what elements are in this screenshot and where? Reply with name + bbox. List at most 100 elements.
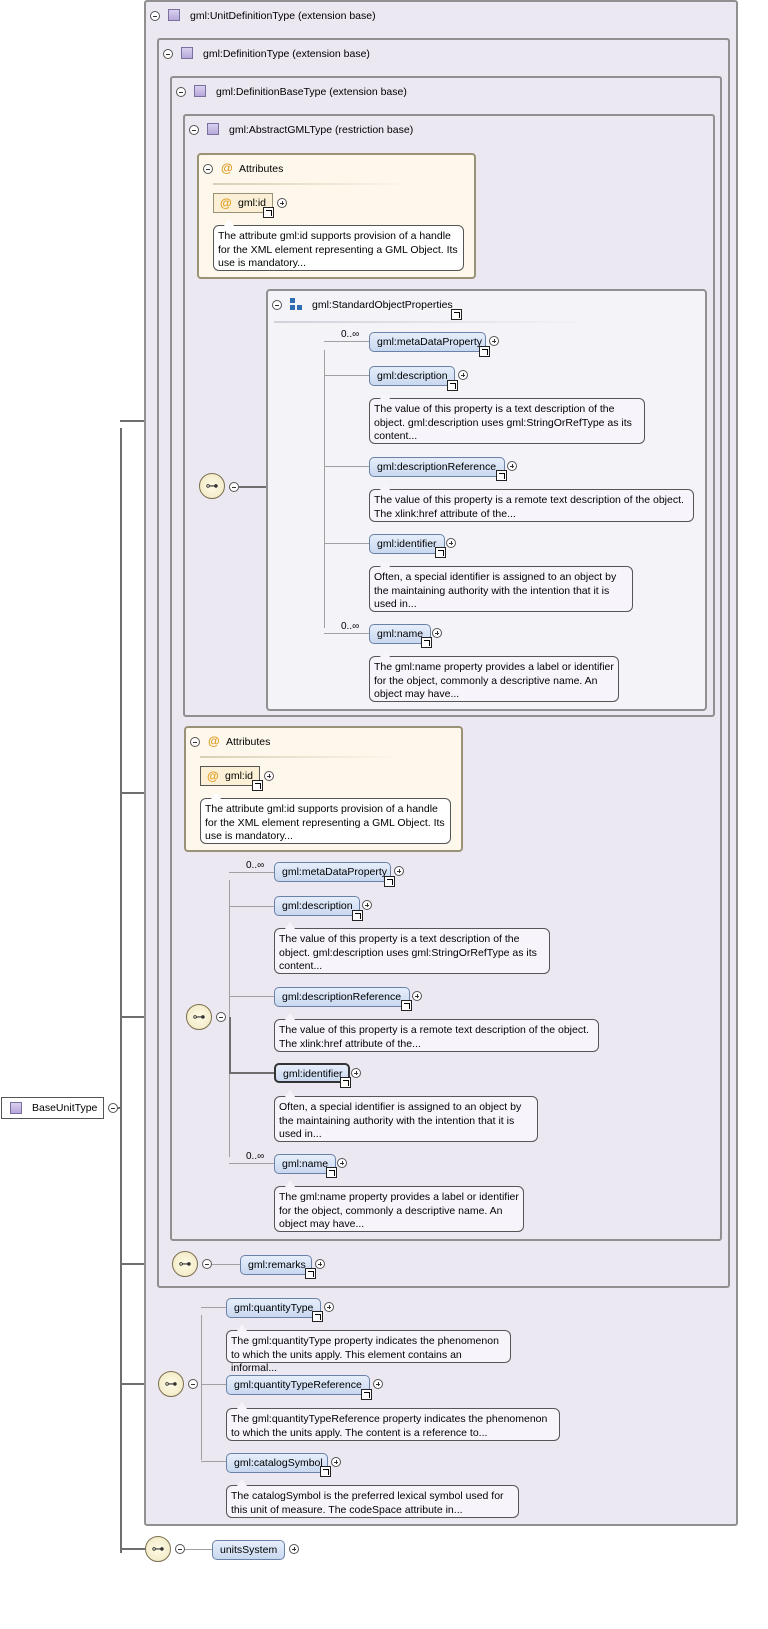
quantity-type-reference-element[interactable]: gml:quantityTypeReference <box>226 1375 370 1395</box>
complex-type-icon <box>168 9 180 21</box>
link-arrow-icon[interactable] <box>361 1389 372 1400</box>
definition-base-collapse-icon[interactable] <box>176 87 186 97</box>
base-sequence-collapse-icon[interactable] <box>216 1012 226 1022</box>
expand-icon[interactable] <box>432 628 442 638</box>
expand-icon[interactable] <box>458 370 468 380</box>
std-description-reference-text: The value of this property is a remote t… <box>369 489 694 522</box>
complex-type-icon <box>181 47 193 59</box>
abstract-id-expand-icon[interactable] <box>277 198 287 208</box>
base-identifier-element[interactable]: gml:identifier <box>274 1063 350 1083</box>
remarks-element[interactable]: gml:remarks <box>240 1255 312 1275</box>
link-arrow-icon[interactable] <box>435 547 446 558</box>
base-id-description: The attribute gml:id supports provision … <box>200 798 451 844</box>
standard-tree-branch <box>324 633 370 634</box>
abstract-gml-collapse-icon[interactable] <box>189 125 199 135</box>
link-arrow-icon[interactable] <box>263 207 274 218</box>
base-tree-branch-selected <box>229 1072 275 1074</box>
abstract-attributes-collapse-icon[interactable] <box>203 164 213 174</box>
unit-definition-type-label: gml:UnitDefinitionType (extension base) <box>190 10 376 22</box>
expand-icon[interactable] <box>446 538 456 548</box>
expand-icon[interactable] <box>337 1158 347 1168</box>
link-arrow-icon[interactable] <box>447 380 458 391</box>
link-arrow-icon[interactable] <box>421 637 432 648</box>
sequence-icon[interactable]: ⊶ <box>186 1004 212 1030</box>
abstract-id-attribute[interactable]: @ gml:id <box>213 193 273 213</box>
link-arrow-icon[interactable] <box>252 780 263 791</box>
base-description-element[interactable]: gml:description <box>274 896 360 916</box>
unit-sequence-collapse-icon[interactable] <box>188 1379 198 1389</box>
sequence-icon[interactable]: ⊶ <box>199 473 225 499</box>
link-arrow-icon[interactable] <box>326 1167 337 1178</box>
link-arrow-icon[interactable] <box>320 1466 331 1477</box>
link-arrow-icon[interactable] <box>496 470 507 481</box>
link-arrow-icon[interactable] <box>451 309 462 320</box>
base-name-element[interactable]: gml:name <box>274 1154 336 1174</box>
standard-tree-branch <box>324 543 370 544</box>
standard-properties-collapse-icon[interactable] <box>272 300 282 310</box>
remarks-branch <box>212 1264 240 1265</box>
catalog-symbol-element[interactable]: gml:catalogSymbol <box>226 1453 328 1473</box>
expand-icon[interactable] <box>331 1457 341 1467</box>
definition-base-type-label: gml:DefinitionBaseType (extension base) <box>216 86 407 98</box>
standard-tree-vertical <box>324 350 325 628</box>
expand-icon[interactable] <box>315 1259 325 1269</box>
expand-icon[interactable] <box>324 1302 334 1312</box>
remarks-sequence-collapse-icon[interactable] <box>202 1259 212 1269</box>
abstract-id-label: gml:id <box>238 197 267 209</box>
link-arrow-icon[interactable] <box>312 1311 323 1322</box>
expand-icon[interactable] <box>507 461 517 471</box>
unit-tree-branch <box>201 1384 227 1385</box>
std-name-text: The gml:name property provides a label o… <box>369 656 619 702</box>
standard-tree-branch <box>324 375 370 376</box>
units-system-sequence-collapse-icon[interactable] <box>175 1544 185 1554</box>
sequence-icon[interactable]: ⊶ <box>172 1251 198 1277</box>
occurrence-label: 0..∞ <box>341 621 360 632</box>
base-attributes-collapse-icon[interactable] <box>190 737 200 747</box>
at-sign-icon: @ <box>208 734 220 748</box>
base-tree-branch <box>229 906 275 907</box>
expand-icon[interactable] <box>289 1544 299 1554</box>
link-arrow-icon[interactable] <box>340 1077 351 1088</box>
quantity-type-text: The gml:quantityType property indicates … <box>226 1330 511 1374</box>
sequence-icon[interactable]: ⊶ <box>145 1536 171 1562</box>
base-attributes-group: @ Attributes @ gml:id The attribute gml:… <box>184 726 463 852</box>
abstract-sequence-collapse-icon[interactable] <box>229 482 239 492</box>
standard-tree-branch <box>324 341 370 342</box>
expand-icon[interactable] <box>489 336 499 346</box>
std-description-reference-element[interactable]: gml:descriptionReference <box>369 457 505 477</box>
std-description-element[interactable]: gml:description <box>369 366 455 386</box>
link-arrow-icon[interactable] <box>352 910 363 921</box>
base-id-expand-icon[interactable] <box>264 771 274 781</box>
base-id-label: gml:id <box>225 770 254 782</box>
link-arrow-icon[interactable] <box>401 1000 412 1011</box>
base-attributes-title: Attributes <box>226 736 271 748</box>
expand-icon[interactable] <box>351 1068 361 1078</box>
abstract-sequence-link <box>239 486 281 488</box>
quantity-type-element[interactable]: gml:quantityType <box>226 1298 321 1318</box>
expand-icon[interactable] <box>394 866 404 876</box>
unit-definition-collapse-icon[interactable] <box>150 11 160 21</box>
base-meta-data-property-element[interactable]: gml:metaDataProperty <box>274 862 391 882</box>
root-collapse-icon[interactable] <box>108 1103 118 1113</box>
link-arrow-icon[interactable] <box>479 346 490 357</box>
expand-icon[interactable] <box>373 1379 383 1389</box>
sequence-icon[interactable]: ⊶ <box>158 1371 184 1397</box>
complex-type-icon <box>207 123 219 135</box>
branch-unit-sequence <box>120 1383 158 1385</box>
expand-icon[interactable] <box>412 991 422 1001</box>
definition-type-collapse-icon[interactable] <box>163 49 173 59</box>
std-meta-data-property-element[interactable]: gml:metaDataProperty <box>369 332 486 352</box>
base-identifier-text: Often, a special identifier is assigned … <box>274 1096 538 1142</box>
std-name-element[interactable]: gml:name <box>369 624 431 644</box>
abstract-gml-type-label: gml:AbstractGMLType (restriction base) <box>229 124 414 136</box>
base-description-reference-element[interactable]: gml:descriptionReference <box>274 987 410 1007</box>
complex-type-icon <box>194 85 206 97</box>
std-identifier-element[interactable]: gml:identifier <box>369 534 445 554</box>
base-tree-branch <box>229 996 275 997</box>
root-type-node[interactable]: BaseUnitType <box>1 1097 104 1119</box>
link-arrow-icon[interactable] <box>384 876 395 887</box>
base-id-attribute[interactable]: @ gml:id <box>200 766 260 786</box>
expand-icon[interactable] <box>362 900 372 910</box>
link-arrow-icon[interactable] <box>305 1268 316 1279</box>
units-system-element[interactable]: unitsSystem <box>212 1540 285 1560</box>
